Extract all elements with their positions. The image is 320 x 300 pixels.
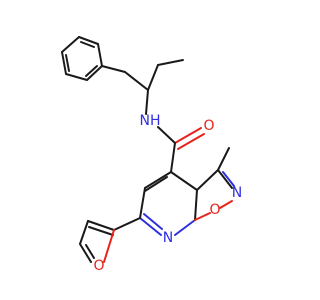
bond	[217, 147, 230, 171]
bond	[194, 189, 198, 221]
amide-group	[145, 89, 205, 173]
bond	[78, 36, 99, 45]
bond	[103, 229, 115, 263]
bond	[65, 73, 88, 81]
bond	[79, 220, 89, 245]
bond	[217, 169, 233, 189]
chemical-structure: NH O N O N O	[61, 36, 242, 274]
bond	[85, 244, 95, 259]
bond	[124, 71, 149, 91]
pyridine-ring	[139, 171, 198, 236]
bond	[143, 213, 163, 230]
isoxazole-nitrogen-label: N	[232, 185, 242, 201]
bond	[144, 176, 168, 192]
bond	[65, 54, 70, 72]
bond	[174, 127, 202, 144]
bond	[170, 142, 176, 173]
bond	[88, 226, 114, 236]
propyl-chain	[101, 59, 184, 91]
amide-oxygen-label: O	[203, 118, 214, 134]
bond	[157, 59, 184, 66]
bond	[61, 36, 80, 53]
furan-ring	[79, 217, 141, 263]
bond	[85, 65, 98, 77]
bond	[144, 171, 172, 189]
bond	[157, 126, 176, 144]
atom-labels: NH O N O N O	[93, 113, 242, 274]
bond	[139, 217, 162, 236]
phenyl-ring	[61, 36, 103, 81]
bond	[196, 169, 219, 191]
bond	[174, 219, 196, 236]
bond	[194, 212, 211, 221]
bond	[147, 64, 159, 91]
isoxazole-oxygen-label: O	[209, 202, 220, 218]
pyridine-nitrogen-label: N	[163, 230, 173, 246]
bond	[101, 65, 126, 73]
furan-oxygen-label: O	[93, 258, 104, 274]
bond	[219, 200, 233, 209]
bond	[61, 51, 67, 75]
bond	[170, 171, 198, 191]
bond	[80, 41, 95, 48]
bond	[113, 217, 141, 231]
bond	[79, 243, 92, 263]
molecule-canvas: NH O N O N O	[61, 36, 243, 274]
isoxazole-ring	[194, 147, 235, 221]
bond	[177, 133, 205, 150]
nh-label: NH	[140, 113, 161, 129]
bond	[139, 187, 146, 219]
bond	[222, 171, 235, 187]
bond	[97, 43, 103, 67]
bond	[86, 65, 103, 81]
bond	[145, 89, 149, 115]
bond	[87, 220, 115, 231]
